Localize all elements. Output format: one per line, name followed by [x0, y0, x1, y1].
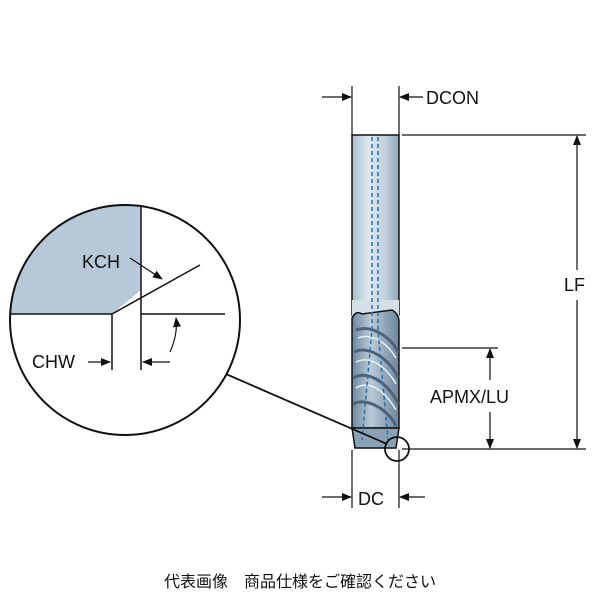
dcon-label: DCON — [426, 88, 479, 108]
representative-image-caption: 代表画像 商品仕様をご確認ください — [163, 572, 436, 591]
detail-leader-line — [218, 370, 388, 445]
chamfer-detail-view: KCH CHW — [9, 204, 241, 436]
lf-dimension — [402, 134, 586, 450]
dc-dimension — [322, 450, 425, 508]
apmx-lu-dimension — [402, 347, 498, 449]
chw-label: CHW — [32, 352, 75, 372]
tip-detail-marker — [384, 436, 410, 462]
coolant-channels — [361, 137, 389, 441]
lf-label: LF — [564, 275, 585, 295]
dcon-dimension — [322, 86, 423, 135]
tool-shank — [351, 134, 400, 316]
lf-label-bg — [558, 270, 598, 298]
end-mill-tool — [351, 134, 400, 449]
apmx-lu-label: APMX/LU — [430, 387, 509, 407]
kch-label: KCH — [82, 252, 120, 272]
dc-label: DC — [358, 489, 384, 509]
